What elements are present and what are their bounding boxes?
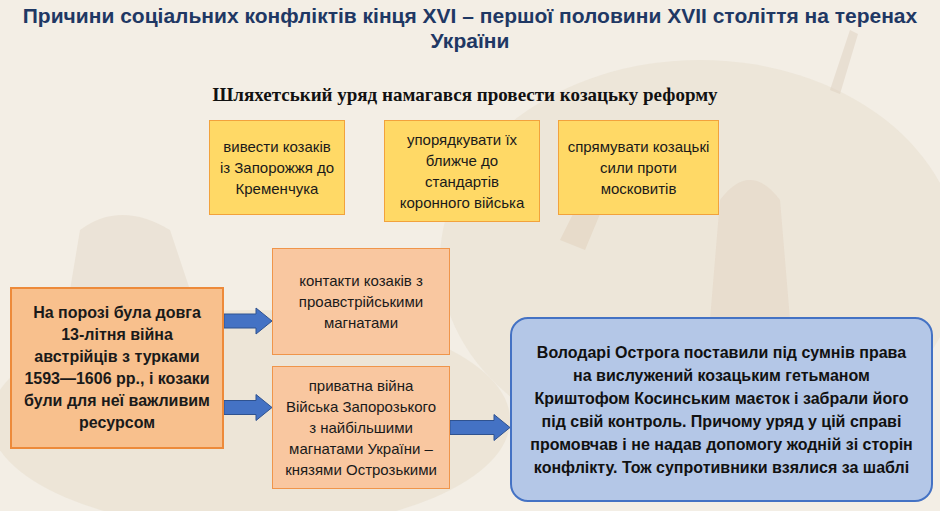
box-text: На порозі була довга 13-літня війна авст…: [20, 302, 214, 434]
reform-box: вивести козаків із Запорожжя до Кременчу…: [209, 120, 345, 215]
block-arrow: [224, 308, 272, 334]
box-text: приватна війна Війська Запорозького з на…: [281, 375, 441, 480]
block-arrow: [450, 415, 510, 441]
consequence-box: приватна війна Війська Запорозького з на…: [272, 366, 450, 489]
reform-box: спрямувати козацькі сили проти московиті…: [558, 120, 719, 215]
cause-box: На порозі була довга 13-літня війна авст…: [10, 287, 224, 449]
consequence-box: контакти козаків з проавстрійськими магн…: [272, 248, 450, 355]
box-text: упорядкувати їх ближче до стандартів кор…: [393, 129, 531, 213]
box-text: вивести козаків із Запорожжя до Кременчу…: [218, 136, 336, 199]
reform-box: упорядкувати їх ближче до стандартів кор…: [384, 120, 540, 222]
box-text: Володарі Острога поставили під сумнів пр…: [526, 341, 917, 479]
conflict-box: Володарі Острога поставили під сумнів пр…: [510, 317, 933, 502]
box-text: контакти козаків з проавстрійськими магн…: [281, 270, 441, 333]
block-arrow: [224, 395, 272, 421]
subheading: Шляхетський уряд намагався провести коза…: [120, 84, 810, 106]
slide-title: Причини соціальних конфліктів кінця XVI …: [10, 3, 930, 53]
box-text: спрямувати козацькі сили проти московиті…: [567, 136, 710, 199]
